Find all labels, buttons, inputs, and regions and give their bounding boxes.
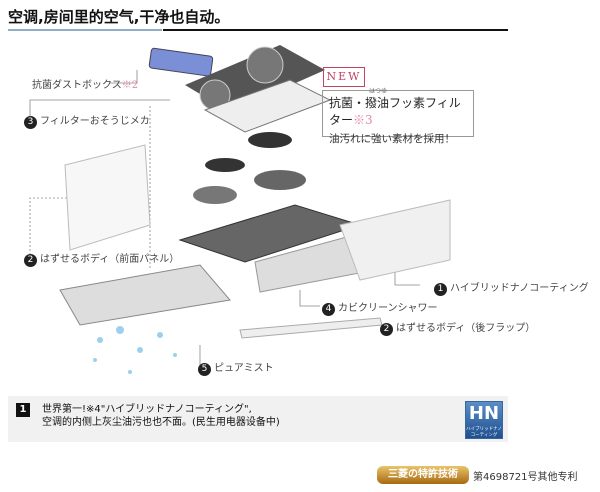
feature-line2: 空调的内侧上灰尘油污也也不面。(民生用电器设备中) [42,417,280,428]
filter-mesh [203,79,332,133]
patent-number: 第4698721号其他专利 [473,472,578,483]
feature-panel: 1 世界第一!※4"ハイブリッドナノコーティング", 空调的内侧上灰尘油污也也不面… [8,396,508,442]
rear-flap [239,317,383,339]
dust-box-part [148,47,214,77]
callout-note: ※3 [353,113,373,127]
mist-droplets [93,326,177,374]
label-dust-box: 抗菌ダストボックス※2 [32,80,139,91]
new-badge: NEW [323,67,365,87]
exploded-aircon-illustration [29,45,451,374]
patent-badge: 三菱の特許技術 [377,466,469,484]
title-rule-accent [8,29,162,31]
ruby-text: はつゆ [369,88,388,95]
feature-number: 1 [16,403,30,417]
callout-sub: 油汚れに強い素材を採用！ [329,133,455,145]
fans [193,132,306,204]
callout-heading: 抗菌・撥油フッ素フィルター [329,96,461,127]
filter-callout: はつゆ抗菌・撥油フッ素フィルター※3 油汚れに強い素材を採用！ [322,88,474,145]
front-unit [59,264,231,326]
title-rule [163,29,508,31]
feature-text: 世界第一!※4"ハイブリッドナノコーティング", 空调的内侧上灰尘油污也也不面。(… [42,403,280,429]
page-title: 空调,房间里的空气,干净也自动。 [8,8,230,26]
feature-line1: 世界第一!※4"ハイブリッドナノコーティング", [42,404,252,415]
front-panel [64,144,151,251]
